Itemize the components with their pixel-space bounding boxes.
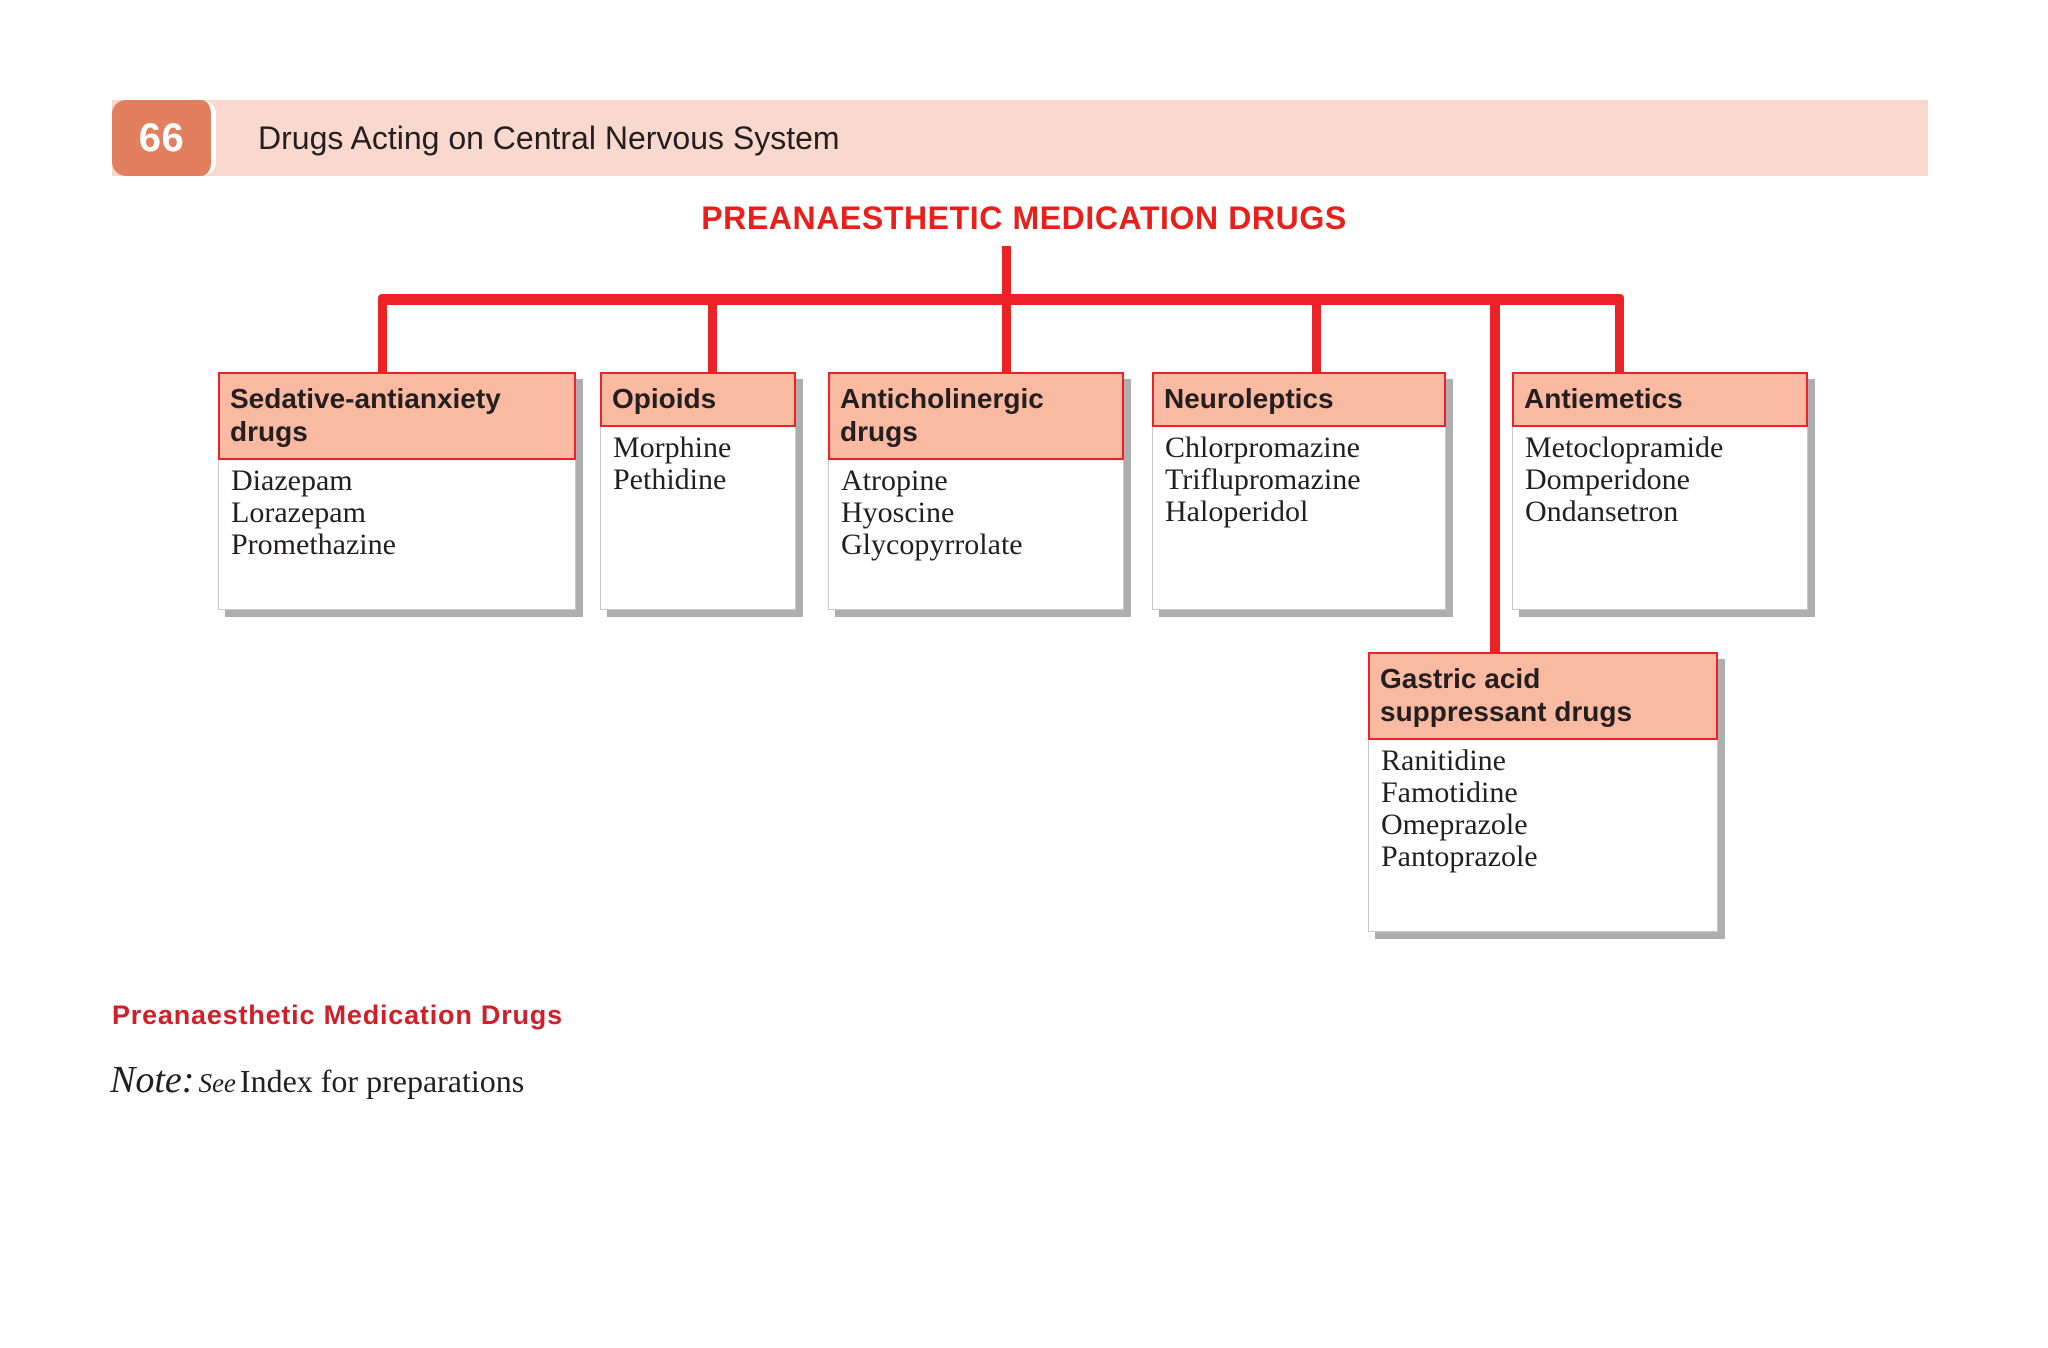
list-item: Diazepam bbox=[231, 464, 353, 498]
figure-note: Note: See Index for preparations bbox=[110, 1058, 524, 1102]
node-body-anticholinergic-drugs: Atropine Hyoscine Glycopyrrolate bbox=[829, 459, 1123, 573]
list-item: Ondansetron bbox=[1525, 495, 1679, 529]
note-see: See bbox=[198, 1068, 236, 1098]
note-label: Note: bbox=[110, 1059, 195, 1101]
node-neuroleptics[interactable]: Neuroleptics Chlorpromazine Triflupromaz… bbox=[1152, 372, 1446, 610]
node-gastric-acid-suppressant-drugs[interactable]: Gastric acid suppressant drugs Ranitidin… bbox=[1368, 652, 1718, 932]
node-sedative-antianxiety-drugs[interactable]: Sedative-antianxiety drugs Diazepam Lora… bbox=[218, 372, 576, 610]
list-item: Ranitidine bbox=[1381, 744, 1506, 778]
list-item: Omeprazole bbox=[1381, 808, 1528, 842]
connector-drop-neuroleptics bbox=[1312, 299, 1321, 375]
connector-drop-antiemetics bbox=[1615, 299, 1624, 375]
list-item: Promethazine bbox=[231, 528, 396, 562]
list-item: Lorazepam bbox=[231, 496, 366, 530]
list-item: Morphine bbox=[613, 431, 732, 465]
list-item: Famotidine bbox=[1381, 776, 1518, 810]
page-header-band bbox=[112, 100, 1928, 176]
page-number-badge: 66 bbox=[112, 100, 216, 176]
node-header-sedative-antianxiety-drugs: Sedative-antianxiety drugs bbox=[218, 372, 576, 461]
node-opioids[interactable]: Opioids Morphine Pethidine bbox=[600, 372, 796, 610]
node-body-opioids: Morphine Pethidine bbox=[601, 426, 795, 508]
node-header-anticholinergic-drugs: Anticholinergic drugs bbox=[828, 372, 1124, 461]
list-item: Atropine bbox=[841, 464, 948, 498]
connector-drop-gastric-acid bbox=[1490, 299, 1500, 659]
list-item: Pantoprazole bbox=[1381, 840, 1538, 874]
node-antiemetics[interactable]: Antiemetics Metoclopramide Domperidone O… bbox=[1512, 372, 1808, 610]
node-header-neuroleptics: Neuroleptics bbox=[1152, 372, 1446, 428]
list-item: Domperidone bbox=[1525, 463, 1690, 497]
page-header-title: Drugs Acting on Central Nervous System bbox=[258, 119, 840, 156]
note-rest: Index for preparations bbox=[239, 1063, 525, 1099]
list-item: Haloperidol bbox=[1165, 495, 1309, 529]
list-item: Metoclopramide bbox=[1525, 431, 1724, 465]
node-body-neuroleptics: Chlorpromazine Triflupromazine Haloperid… bbox=[1153, 426, 1445, 540]
list-item: Glycopyrrolate bbox=[841, 528, 1023, 562]
node-body-gastric-acid-suppressant-drugs: Ranitidine Famotidine Omeprazole Pantopr… bbox=[1369, 739, 1717, 885]
node-body-sedative-antianxiety-drugs: Diazepam Lorazepam Promethazine bbox=[219, 459, 575, 573]
connector-horizontal-bus bbox=[378, 294, 1624, 305]
connector-drop-sedative bbox=[378, 299, 387, 375]
figure-caption: Preanaesthetic Medication Drugs bbox=[112, 1000, 563, 1030]
connector-drop-anticholinergic bbox=[1002, 299, 1011, 375]
connector-drop-opioids bbox=[708, 299, 717, 375]
connector-root-stem bbox=[1002, 246, 1011, 299]
list-item: Pethidine bbox=[613, 463, 727, 497]
list-item: Chlorpromazine bbox=[1165, 431, 1360, 465]
list-item: Triflupromazine bbox=[1165, 463, 1361, 497]
node-body-antiemetics: Metoclopramide Domperidone Ondansetron bbox=[1513, 426, 1807, 540]
list-item: Hyoscine bbox=[841, 496, 955, 530]
node-header-antiemetics: Antiemetics bbox=[1512, 372, 1808, 428]
node-anticholinergic-drugs[interactable]: Anticholinergic drugs Atropine Hyoscine … bbox=[828, 372, 1124, 610]
diagram-title: PREANAESTHETIC MEDICATION DRUGS bbox=[701, 200, 1347, 236]
node-header-gastric-acid-suppressant-drugs: Gastric acid suppressant drugs bbox=[1368, 652, 1718, 741]
node-header-opioids: Opioids bbox=[600, 372, 796, 428]
